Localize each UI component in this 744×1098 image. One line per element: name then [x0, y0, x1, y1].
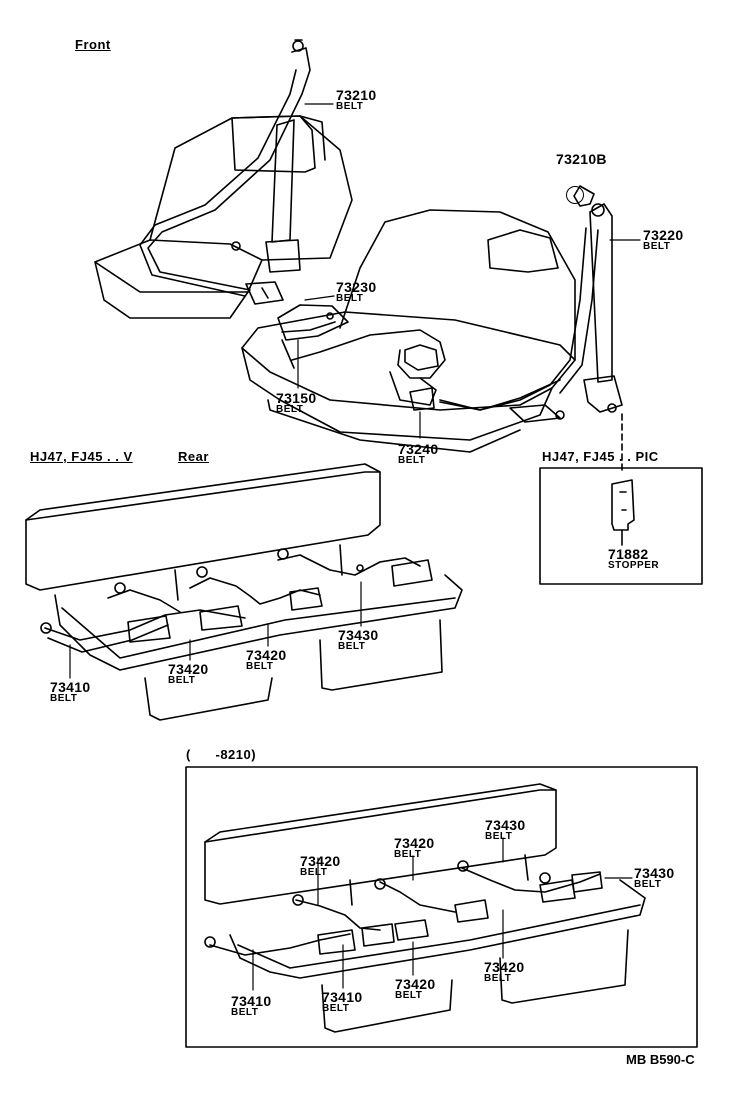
part-number: 73240: [398, 441, 439, 457]
part-number: 73420: [300, 853, 341, 869]
part-number: 73410: [322, 989, 363, 1005]
part-name: BELT: [322, 1003, 350, 1014]
part-number: 73420: [394, 835, 435, 851]
part-label: 73420 BELT: [395, 977, 435, 1001]
part-name: STOPPER: [608, 560, 660, 571]
part-name: BELT: [485, 831, 513, 842]
part-number: 73210: [336, 87, 377, 103]
front-left-shoulder-belt: [139, 39, 311, 305]
part-label: 73230 BELT: [336, 280, 376, 304]
part-number: 73410: [50, 679, 91, 695]
part-label: 73430 BELT: [485, 818, 525, 842]
part-name: BELT: [246, 661, 274, 672]
part-name: BELT: [634, 879, 662, 890]
part-label: 73420 BELT: [484, 960, 524, 984]
part-number: 73410: [231, 993, 272, 1009]
part-label: 73410 BELT: [322, 990, 362, 1014]
part-number: 73420: [246, 647, 287, 663]
part-name: BELT: [398, 455, 426, 466]
part-name: BELT: [484, 973, 512, 984]
part-name: BELT: [643, 241, 671, 252]
part-label: 73210 BELT: [336, 88, 376, 112]
part-label: 73430 BELT: [338, 628, 378, 652]
section-rear-label: Rear: [178, 449, 209, 464]
part-number: 71882: [608, 546, 649, 562]
rear-belts-middle: [40, 548, 433, 653]
part-number: 73150: [276, 390, 317, 406]
rear-bench-middle: [25, 463, 463, 721]
part-name: BELT: [338, 641, 366, 652]
part-number: 73230: [336, 279, 377, 295]
part-number: 73430: [338, 627, 379, 643]
section-models-pic-label: HJ47, FJ45 . . PIC: [542, 449, 659, 464]
section-models-v-label: HJ47, FJ45 . . V: [30, 449, 133, 464]
part-number: 73420: [484, 959, 525, 975]
part-name: BELT: [300, 867, 328, 878]
section-front-label: Front: [75, 37, 111, 52]
part-label: 73420 BELT: [246, 648, 286, 672]
part-label: 73210B: [556, 152, 607, 166]
pic-inset: [539, 467, 703, 585]
front-left-seat: [94, 115, 353, 319]
part-number: 73430: [634, 865, 675, 881]
part-name: BELT: [336, 293, 364, 304]
part-label: 73410 BELT: [231, 994, 271, 1018]
part-name: BELT: [395, 990, 423, 1001]
part-label: 73220 BELT: [643, 228, 683, 252]
inset-range-label: ( -8210): [186, 747, 257, 762]
figure-code-label: MB B590-C: [626, 1052, 695, 1067]
front-center-belt: [277, 304, 561, 411]
part-label: 71882 STOPPER: [608, 547, 659, 571]
part-number: 73430: [485, 817, 526, 833]
part-label: 73430 BELT: [634, 866, 674, 890]
part-name: BELT: [168, 675, 196, 686]
part-name: BELT: [50, 693, 78, 704]
part-name: BELT: [336, 101, 364, 112]
part-number: 73210B: [556, 151, 607, 167]
bottom-inset-belts: [204, 860, 603, 956]
front-bench-seat: [241, 209, 576, 453]
part-number: 73420: [168, 661, 209, 677]
part-label: 73150 BELT: [276, 391, 316, 415]
part-name: BELT: [231, 1007, 259, 1018]
part-label: 73420 BELT: [300, 854, 340, 878]
part-label: 73420 BELT: [168, 662, 208, 686]
front-right-shoulder-belt: [439, 185, 623, 423]
part-label: 73420 BELT: [394, 836, 434, 860]
part-number: 73220: [643, 227, 684, 243]
part-label: 73410 BELT: [50, 680, 90, 704]
part-label: 73240 BELT: [398, 442, 438, 466]
part-number: 73420: [395, 976, 436, 992]
part-name: BELT: [394, 849, 422, 860]
part-name: BELT: [276, 404, 304, 415]
bottom-inset: [185, 766, 698, 1048]
nut-icon: [566, 186, 584, 204]
leader-lines: [69, 103, 641, 991]
